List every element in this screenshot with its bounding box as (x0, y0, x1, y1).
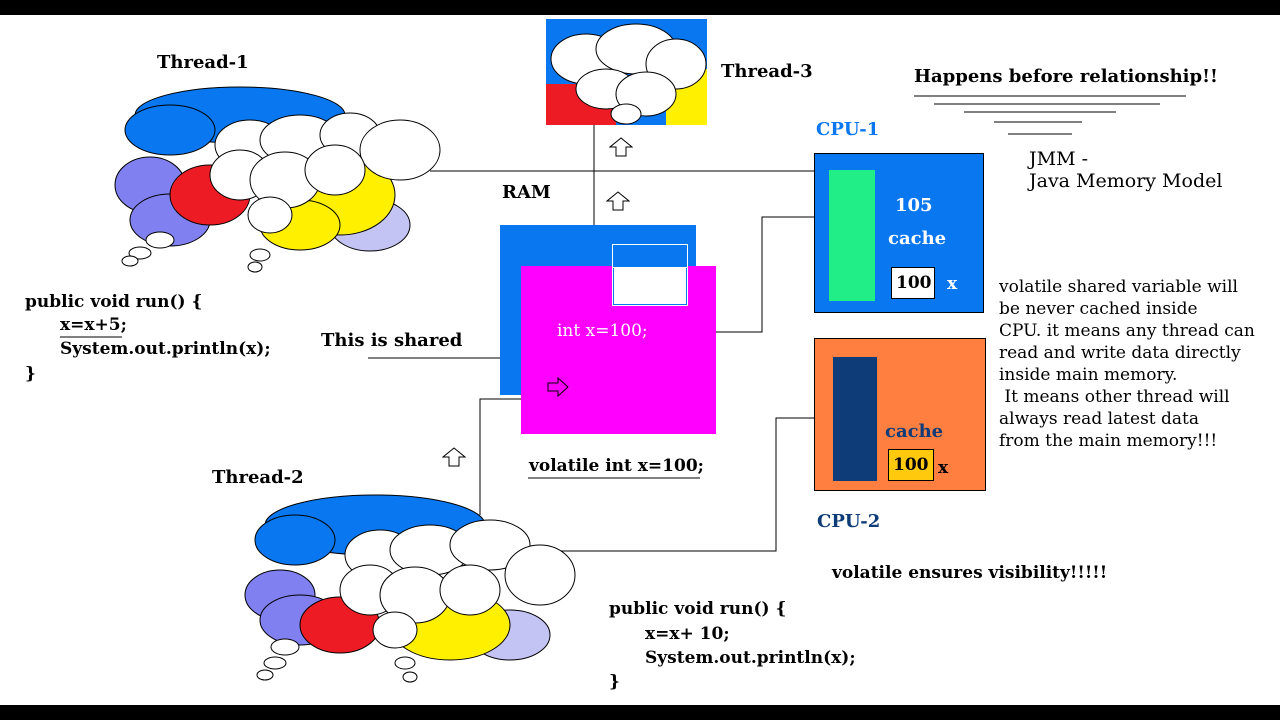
code-2-line-3: System.out.println(x); (645, 648, 856, 668)
code-2-line-2: x=x+ 10; (645, 624, 730, 644)
code-1-line-3: System.out.println(x); (60, 339, 271, 359)
right-arrow-icon (547, 377, 569, 397)
cpu-1-cache-box (891, 267, 935, 299)
cpu-2-label: CPU-2 (817, 511, 881, 532)
cpu-1-cache-label: cache (888, 228, 947, 249)
cpu-1-value: 105 (895, 195, 933, 216)
shared-label: This is shared (321, 330, 463, 351)
ram-variable: int x=100; (557, 321, 648, 341)
page-title: Happens before relationship!! (914, 66, 1218, 87)
thread-1-label: Thread-1 (157, 52, 249, 73)
ram-label: RAM (502, 182, 551, 203)
cpu-2-cache-value: 100 (893, 455, 929, 475)
description-line: CPU. it means any thread can (999, 321, 1255, 341)
jmm-line-1: JMM - (1029, 148, 1088, 170)
thread-2-cloud-icon (244, 494, 576, 683)
cpu-2-cache-box (888, 449, 934, 481)
code-1-line-2: x=x+5; (60, 315, 127, 335)
description-line: inside main memory. (999, 365, 1178, 385)
visibility-note: volatile ensures visibility!!!!! (832, 563, 1108, 583)
jmm-line-2: Java Memory Model (1029, 170, 1223, 192)
description-line: read and write data directly (999, 343, 1241, 363)
cpu-2-var: x (938, 458, 949, 478)
cpu-1-cache-value: 100 (896, 273, 932, 293)
thread-2-label: Thread-2 (212, 467, 304, 488)
description-line: volatile shared variable will (999, 277, 1238, 297)
description-line: It means other thread will (999, 387, 1230, 407)
description-line: from the main memory!!! (999, 431, 1218, 451)
cpu-1-register (829, 170, 875, 301)
volatile-declaration: volatile int x=100; (529, 456, 704, 476)
thread-3-label: Thread-3 (721, 61, 813, 82)
cpu-2-cache-label: cache (885, 421, 944, 442)
cpu-1-var: x (947, 274, 958, 294)
thread-1-cloud-icon (114, 86, 441, 273)
ram-slot-top (612, 244, 688, 268)
code-1-line-1: public void run() { (25, 292, 203, 312)
description-line: always read latest data (999, 409, 1200, 429)
up-arrow-icon (609, 137, 633, 157)
thread-3-cloud-icon (546, 19, 707, 125)
up-arrow-icon (442, 447, 466, 467)
cpu-2-register (833, 357, 877, 481)
cpu-1-label: CPU-1 (816, 119, 880, 140)
diagram-canvas: RAM int x=100; volatile int x=100; CPU-1… (0, 15, 1280, 705)
code-2-line-1: public void run() { (609, 599, 787, 619)
code-2-line-4: } (609, 672, 620, 692)
description-line: be never cached inside (999, 299, 1198, 319)
code-1-line-4: } (25, 364, 36, 384)
up-arrow-icon (606, 191, 630, 211)
